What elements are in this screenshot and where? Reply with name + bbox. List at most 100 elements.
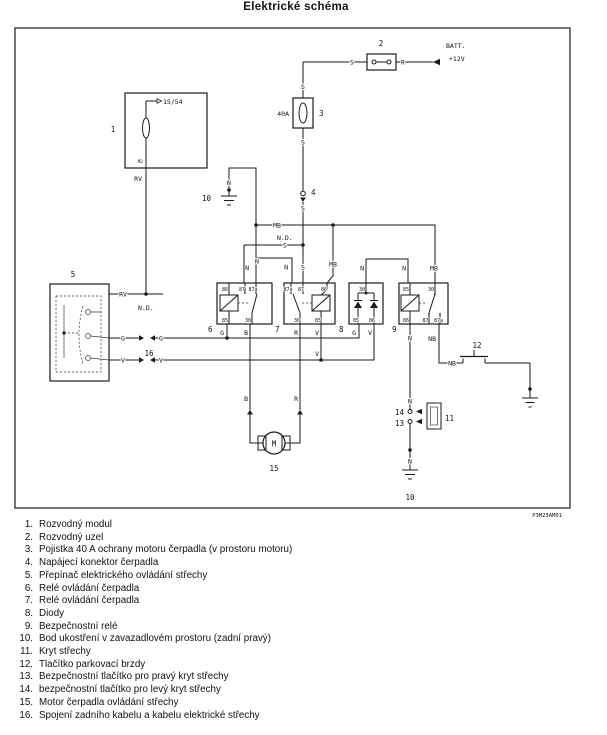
pin-label: 87 bbox=[239, 287, 245, 293]
terminal-arrow-icon bbox=[156, 98, 163, 104]
wire-mb-label: MB bbox=[329, 260, 337, 268]
component-2-distribution-node: 2 S R BATT. +12V bbox=[303, 38, 467, 71]
component-10-number: 10 bbox=[202, 194, 212, 203]
component-13-number: 13 bbox=[395, 419, 404, 428]
component-9-number: 9 bbox=[392, 325, 397, 334]
component-3-fuse-40a: 40A 3 S S bbox=[276, 62, 325, 191]
component-7-pump-relay: 87a 87 86 30 85 7 R V bbox=[274, 282, 336, 338]
pin-label: 86 bbox=[321, 287, 327, 293]
component-7-number: 7 bbox=[275, 325, 280, 334]
wire-nb-label: NB bbox=[428, 335, 436, 343]
pin-label: 86 bbox=[403, 318, 409, 324]
connector-16-links: G G V V 16 bbox=[109, 324, 375, 365]
battery-arrow-icon bbox=[433, 58, 440, 66]
legend-item: 6.Relé ovládání čerpadla bbox=[24, 582, 140, 594]
pin-label: 85 bbox=[353, 318, 359, 324]
pin-label: 86 bbox=[369, 318, 375, 324]
legend-item: 15.Motor čerpadla ovládání střechy bbox=[19, 696, 179, 708]
component-12-number: 12 bbox=[472, 341, 481, 350]
wire-r-label: R bbox=[294, 329, 298, 337]
component-11-number: 11 bbox=[445, 414, 454, 423]
wire-nb-label: NB bbox=[448, 359, 456, 367]
wire-v-label: V bbox=[368, 329, 372, 337]
nd-label: N.D. bbox=[138, 304, 154, 312]
s-branch: N.D. S S N N N bbox=[243, 233, 306, 283]
legend-item: 3.Pojistka 40 A ochrany motoru čerpadla … bbox=[24, 544, 293, 556]
nd-label: N.D. bbox=[277, 234, 293, 242]
battery-label: BATT. bbox=[446, 42, 466, 50]
wire-g-label: G bbox=[121, 334, 125, 342]
wire-n-label: N bbox=[402, 264, 406, 272]
component-14-number: 14 bbox=[395, 408, 405, 417]
wire-r-label: R bbox=[401, 58, 405, 66]
component-8-diodes: 30 85 86 8 G V bbox=[338, 282, 384, 338]
fuse-rating-label: 40A bbox=[277, 110, 289, 118]
legend: 1.Rozvodný modul 2.Rozvodný uzel 3.Pojis… bbox=[12, 519, 592, 722]
connector-arrow-icon bbox=[297, 410, 303, 415]
wire-b-label: B bbox=[244, 395, 248, 403]
component-16-number: 16 bbox=[144, 349, 154, 358]
connector-arrow-icon bbox=[139, 335, 144, 341]
pin-label: 87 bbox=[422, 318, 428, 324]
button-arrow-icon bbox=[416, 408, 422, 415]
connector-arrow-icon bbox=[247, 410, 253, 415]
legend-item: 5.Přepínač elektrického ovládání střechy bbox=[24, 569, 208, 581]
legend-item: 4.Napájecí konektor čerpadla bbox=[24, 557, 159, 569]
pin-label: 85 bbox=[315, 318, 321, 324]
wire-n-label: N bbox=[408, 334, 412, 342]
pin-label: 30 bbox=[294, 318, 300, 324]
legend-item: 1.Rozvodný modul bbox=[24, 519, 112, 530]
n-bracket: N N bbox=[359, 258, 409, 283]
wire-rv-label: RV bbox=[119, 290, 127, 298]
wire-n-label: N bbox=[284, 263, 288, 271]
wire-v-label: V bbox=[159, 356, 163, 364]
wire-s-label: S bbox=[301, 204, 305, 212]
wire-v-label: V bbox=[315, 329, 319, 337]
pin-label: 30 bbox=[428, 287, 434, 293]
connector-arrow-icon bbox=[300, 197, 306, 202]
component-8-number: 8 bbox=[339, 325, 344, 334]
wire-g-label: G bbox=[159, 334, 163, 342]
diagram-code: P3M23AM01 bbox=[532, 513, 562, 519]
legend-item: 12.Tlačítko parkovací brzdy bbox=[19, 658, 146, 670]
terminal-label: 15/54 bbox=[163, 98, 183, 106]
component-6-number: 6 bbox=[208, 325, 213, 334]
legend-item: 7.Relé ovládání čerpadla bbox=[24, 595, 140, 607]
safety-button-chain: N N N 14 13 11 10 bbox=[394, 324, 455, 503]
diode-icon bbox=[354, 301, 362, 308]
component-6-pump-relay: 86 87 87a 85 30 6 G B bbox=[207, 282, 273, 338]
pin-label: 30 bbox=[359, 287, 365, 293]
wire-s-label: S bbox=[283, 241, 287, 249]
mb-bus: MB MB MB bbox=[254, 220, 439, 284]
wire-rv-label: RV bbox=[134, 175, 142, 183]
wire-s-label: S bbox=[301, 263, 305, 271]
wire-mb-label: MB bbox=[273, 221, 281, 229]
pin-label: 87a bbox=[248, 287, 257, 293]
wire-s-label: S bbox=[301, 138, 305, 146]
diagram-border bbox=[14, 27, 571, 509]
pin-label: 87 bbox=[298, 287, 304, 293]
wire-v-label: V bbox=[121, 356, 125, 364]
component-11-roof-cover bbox=[426, 402, 442, 430]
diode-icon bbox=[370, 301, 378, 308]
component-10-ground-upper: N 10 bbox=[201, 167, 293, 283]
legend-item: 11.Kryt střechy bbox=[20, 646, 91, 658]
legend-item: 16.Spojení zadního kabelu a kabelu elekt… bbox=[19, 709, 260, 721]
wire-s-label: S bbox=[350, 58, 354, 66]
m2-label: M2 bbox=[138, 159, 144, 165]
component-5-number: 5 bbox=[71, 270, 76, 279]
connector-arrow-icon bbox=[139, 357, 144, 363]
wiring-diagram: 15/54 M2 1 RV RV N.D. 5 G G V V bbox=[14, 27, 571, 519]
pin-label: 30 bbox=[245, 318, 251, 324]
component-2-number: 2 bbox=[379, 39, 384, 48]
legend-item: 8.Diody bbox=[24, 607, 65, 619]
battery-voltage-label: +12V bbox=[449, 55, 465, 63]
connector-arrow-icon bbox=[150, 357, 155, 363]
wire-n-label: N bbox=[227, 179, 231, 187]
pin-label: 87a bbox=[434, 318, 443, 324]
wire-n-label: N bbox=[360, 264, 364, 272]
component-9-safety-relay: 85 30 86 87 87a 9 bbox=[391, 282, 449, 335]
component-1-distribution-module: 15/54 M2 1 RV bbox=[110, 92, 208, 294]
wire-n-label: N bbox=[245, 264, 249, 272]
pin-label: 86 bbox=[222, 287, 228, 293]
